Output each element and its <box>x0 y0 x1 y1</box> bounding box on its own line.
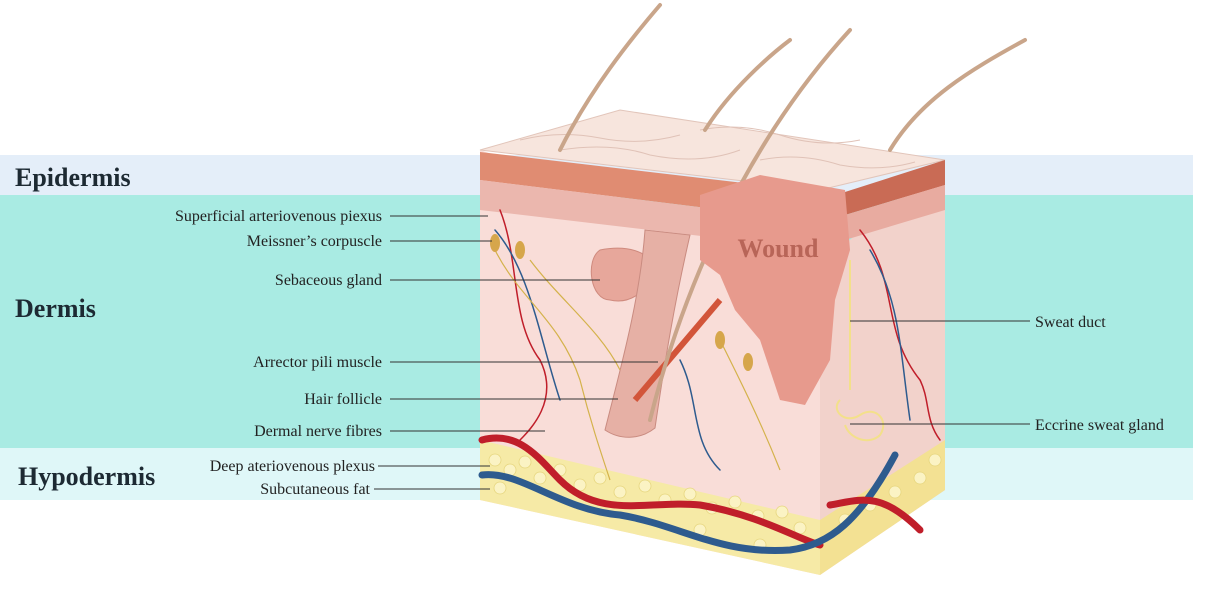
hair-follicle-label: Hair follicle <box>304 391 382 408</box>
right-annotations: Sweat duct Eccrine sweat gland <box>850 314 1164 434</box>
surface-texture <box>519 126 916 169</box>
deep-plexus-label: Deep ateriovenous plexus <box>210 458 375 475</box>
wound-label: Wound <box>738 234 819 263</box>
hair-follicle-shape <box>604 229 691 438</box>
epidermis-side <box>845 160 945 215</box>
sweat-duct-label: Sweat duct <box>1035 314 1106 331</box>
wound-area <box>700 175 850 405</box>
arrector-label: Arrector pili muscle <box>253 354 382 371</box>
subcutaneous-fat-side <box>820 440 945 575</box>
left-annotations: Superficial arteriovenous piexus Meissne… <box>175 208 658 498</box>
skin-block: Wound <box>478 3 1027 575</box>
epidermis-label: Epidermis <box>15 163 131 192</box>
sebaceous-label: Sebaceous gland <box>275 272 382 289</box>
dermis-label: Dermis <box>15 294 96 323</box>
superficial-plexus-label: Superficial arteriovenous piexus <box>175 208 382 225</box>
hypodermis-label: Hypodermis <box>18 462 155 491</box>
meissner-corpuscles <box>490 234 753 371</box>
epidermis-side-lower <box>845 185 945 240</box>
nerve-fibres <box>494 249 781 481</box>
blood-vessels <box>478 209 941 555</box>
fat-globules <box>488 453 942 552</box>
meissner-label: Meissner’s corpuscle <box>247 233 382 250</box>
sweat-gland-coil <box>835 260 885 442</box>
arrector-muscle-shape <box>632 298 723 402</box>
dermal-nerve-label: Dermal nerve fibres <box>254 423 382 440</box>
eccrine-label: Eccrine sweat gland <box>1035 417 1164 434</box>
subcutaneous-fat-label: Subcutaneous fat <box>260 481 370 498</box>
